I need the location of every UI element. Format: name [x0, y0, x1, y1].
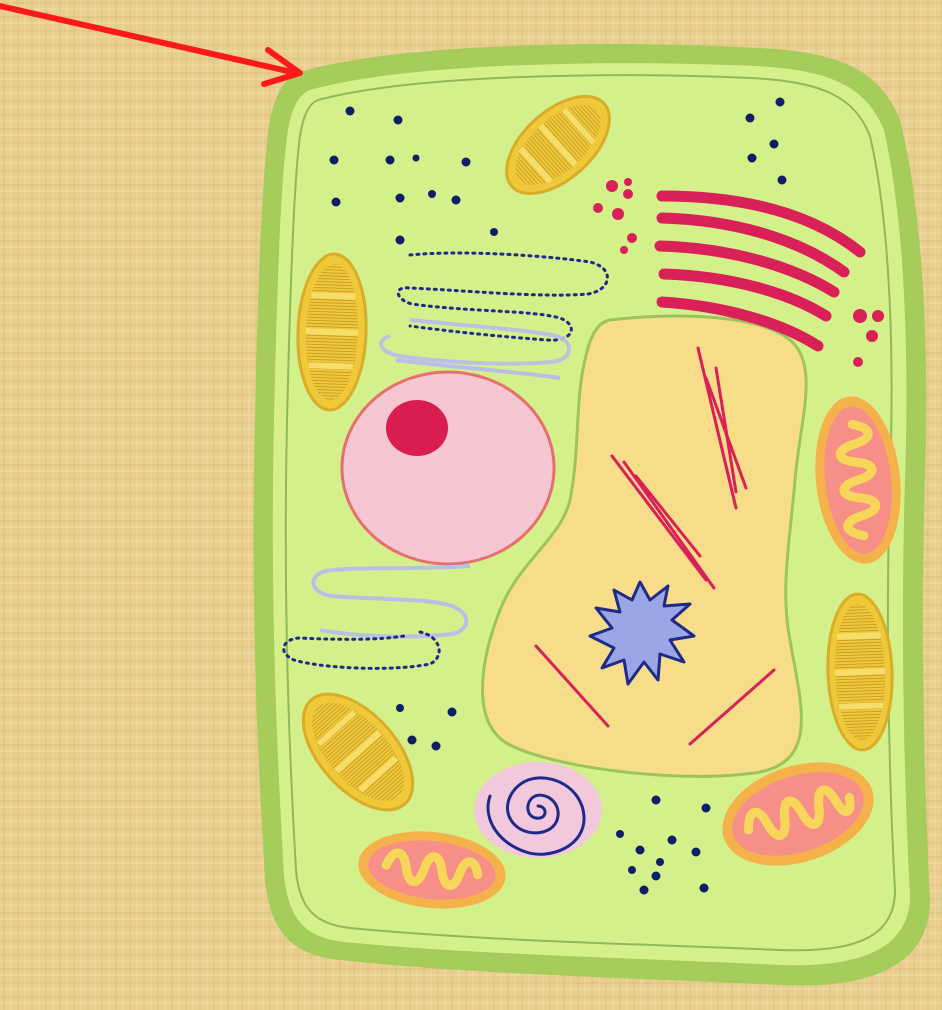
nucleolus [386, 400, 448, 456]
spiral-vesicle [474, 762, 602, 858]
nucleus [342, 372, 554, 564]
